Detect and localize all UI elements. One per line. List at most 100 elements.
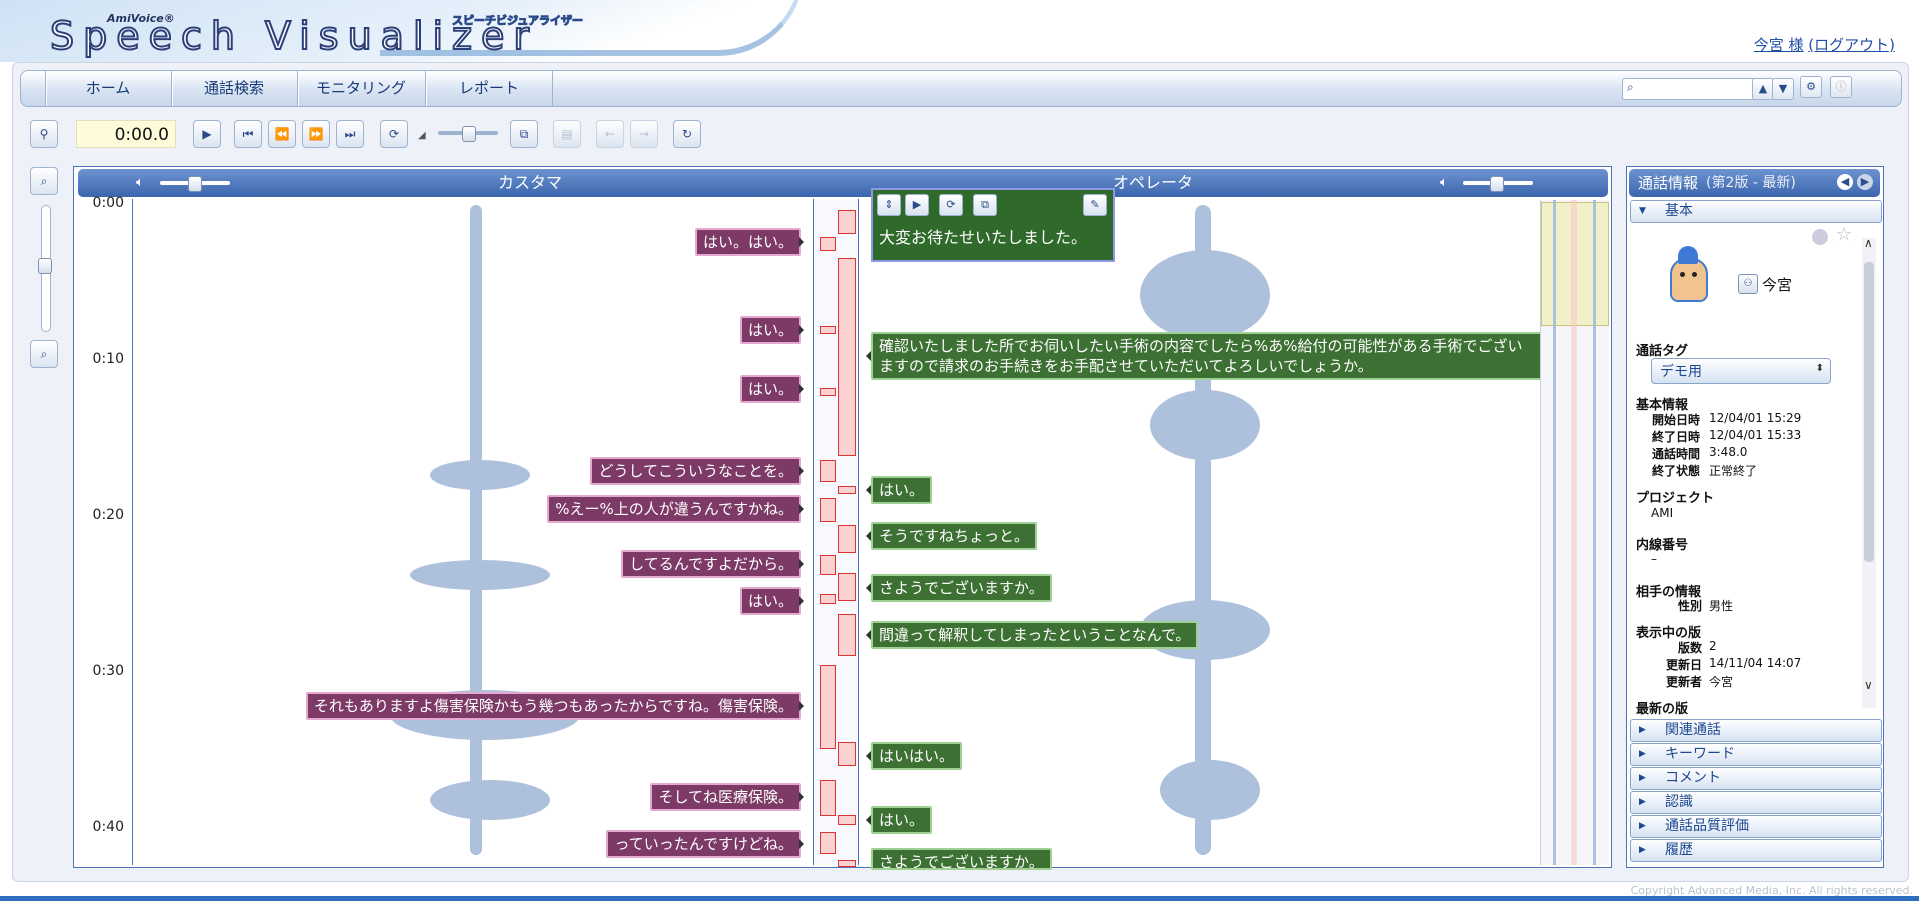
edit-pencil-icon[interactable]: ✎	[1083, 194, 1107, 216]
nav-monitoring[interactable]: モニタリング	[297, 71, 424, 106]
customer-segment[interactable]	[820, 780, 836, 816]
customer-segment[interactable]	[820, 460, 836, 482]
skip-start-button[interactable]: ⏮	[234, 120, 262, 148]
operator-utterance[interactable]: さようでございますか。	[866, 574, 1052, 602]
start-time-value: 12/04/01 15:29	[1709, 411, 1802, 425]
call-tag-select[interactable]: デモ用 ⬍	[1651, 358, 1831, 384]
customer-segment[interactable]	[820, 665, 836, 749]
copy-button[interactable]: ⧉	[510, 120, 538, 148]
operator-segment[interactable]	[838, 573, 856, 601]
back-button[interactable]: ←	[596, 120, 624, 148]
operator-utterance[interactable]: 間違って解釈してしまったということなんで。	[865, 621, 1199, 649]
nav-call-search[interactable]: 通話検索	[171, 71, 296, 106]
operator-segment[interactable]	[838, 210, 856, 234]
move-icon[interactable]: ⇕	[877, 194, 901, 216]
selected-utterance[interactable]: ⇕ ▶ ⟳ ⧉ ✎ 大変お待たせいたしました。	[871, 188, 1115, 262]
forward-button[interactable]: →	[630, 120, 658, 148]
section-comments[interactable]: ▶コメント	[1630, 767, 1882, 790]
speed-slider-knob[interactable]	[462, 126, 476, 142]
settings-gear-icon[interactable]: ⚙	[1800, 76, 1822, 98]
operator-segment[interactable]	[838, 860, 856, 867]
search-prev-button[interactable]: ▲	[1752, 78, 1774, 100]
zoom-slider-knob[interactable]	[38, 258, 52, 274]
operator-segment[interactable]	[838, 742, 856, 766]
collapsed-icon: ▶	[1639, 821, 1646, 831]
operator-segment[interactable]	[838, 525, 856, 553]
operator-utterance[interactable]: はいはい。	[865, 742, 963, 770]
user-icon[interactable]: ⚇	[1738, 274, 1758, 294]
customer-utterance[interactable]: それもありますよ傷害保険かもう幾つもあったからですね。傷害保険。	[305, 692, 805, 720]
play-button[interactable]: ▶	[193, 120, 221, 148]
call-info-title: 通話情報	[1638, 174, 1699, 192]
logout-link[interactable]: (ログアウト)	[1808, 36, 1895, 54]
call-tag-value: デモ用	[1660, 364, 1702, 380]
scroll-down-icon[interactable]: ∨	[1864, 678, 1873, 692]
collapsed-icon: ▶	[1639, 845, 1646, 855]
time-display: 0:00.0	[76, 120, 176, 148]
operator-segment[interactable]	[838, 486, 856, 494]
operator-utterance[interactable]: そうですねちょっと。	[865, 522, 1038, 550]
info-icon[interactable]: ⓘ	[1830, 76, 1852, 98]
prev-version-icon[interactable]: ◀	[1837, 174, 1853, 190]
section-recognition[interactable]: ▶認識	[1630, 791, 1882, 814]
customer-segment[interactable]	[820, 326, 836, 334]
customer-utterance[interactable]: はい。はい。	[694, 228, 805, 256]
overview-strip[interactable]	[1540, 200, 1609, 865]
user-area: 今宮 様 (ログアウト)	[1754, 34, 1895, 55]
customer-utterance[interactable]: っていったんですけどね。	[606, 830, 804, 858]
customer-segment[interactable]	[820, 832, 836, 854]
star-icon[interactable]: ☆	[1836, 224, 1853, 245]
customer-utterance[interactable]: はい。	[739, 587, 805, 615]
operator-volume-knob[interactable]	[1490, 176, 1504, 192]
customer-utterance[interactable]: そしてね医療保険。	[650, 783, 804, 811]
customer-segment[interactable]	[820, 498, 836, 522]
nav-home[interactable]: ホーム	[45, 71, 170, 106]
operator-segment[interactable]	[838, 815, 856, 825]
customer-utterance[interactable]: %えー%上の人が違うんですかね。	[547, 495, 804, 523]
utterance-copy-button[interactable]: ⧉	[973, 194, 997, 216]
info-scrollbar[interactable]: ∧ ∨	[1862, 236, 1876, 708]
operator-utterance[interactable]: 確認いたしました所でお伺いしたい手術の内容でしたら%あ%給付の可能性がある手術で…	[866, 332, 1542, 380]
section-related-calls[interactable]: ▶関連通話	[1630, 719, 1882, 742]
customer-utterance[interactable]: してるんですよだから。	[621, 550, 804, 578]
customer-utterance[interactable]: はい。	[739, 316, 805, 344]
fast-forward-button[interactable]: ⏩	[302, 120, 330, 148]
customer-segment[interactable]	[820, 237, 836, 251]
utterance-loop-button[interactable]: ⟳	[939, 194, 963, 216]
search-input[interactable]: ⌕	[1622, 78, 1764, 100]
nav-bar: ホーム 通話検索 モニタリング レポート	[20, 70, 1902, 107]
section-basic[interactable]: ▼ 基本	[1630, 200, 1882, 223]
zoom-in-icon[interactable]: ⌕	[30, 167, 58, 195]
operator-segment[interactable]	[838, 614, 856, 656]
next-version-icon[interactable]: ▶	[1857, 174, 1873, 190]
zoom-out-icon[interactable]: ⌕	[30, 340, 58, 368]
operator-utterance[interactable]: はい。	[865, 806, 933, 834]
pin-icon[interactable]: ⚲	[30, 120, 58, 148]
scroll-thumb[interactable]	[1864, 262, 1874, 562]
section-keywords[interactable]: ▶キーワード	[1630, 743, 1882, 766]
scroll-up-icon[interactable]: ∧	[1864, 236, 1873, 250]
section-history[interactable]: ▶履歴	[1630, 839, 1882, 862]
utterance-play-button[interactable]: ▶	[905, 194, 929, 216]
operator-utterance[interactable]: さようでございますか。	[871, 848, 1052, 870]
customer-segment[interactable]	[820, 555, 836, 575]
end-time-value: 12/04/01 15:33	[1709, 428, 1802, 442]
customer-utterance[interactable]: はい。	[739, 375, 805, 403]
search-next-button[interactable]: ▼	[1772, 78, 1794, 100]
rewind-button[interactable]: ⏪	[268, 120, 296, 148]
skip-end-button[interactable]: ⏭	[336, 120, 364, 148]
nav-report[interactable]: レポート	[425, 71, 553, 106]
start-time-label: 開始日時	[1652, 413, 1701, 427]
customer-volume-knob[interactable]	[188, 176, 202, 192]
refresh-button[interactable]: ↻	[673, 120, 701, 148]
section-quality-evaluation[interactable]: ▶通話品質評価	[1630, 815, 1882, 838]
customer-utterance[interactable]: どうしてこういうなことを。	[590, 457, 804, 485]
loop-button[interactable]: ⟳	[380, 120, 408, 148]
status-circle-icon[interactable]	[1812, 229, 1828, 245]
operator-utterance[interactable]: はい。	[865, 476, 933, 504]
user-name-link[interactable]: 今宮 様	[1753, 36, 1804, 54]
customer-segment[interactable]	[820, 594, 836, 604]
customer-segment[interactable]	[820, 388, 836, 396]
operator-segment[interactable]	[838, 258, 856, 456]
save-button[interactable]: ▤	[553, 120, 581, 148]
